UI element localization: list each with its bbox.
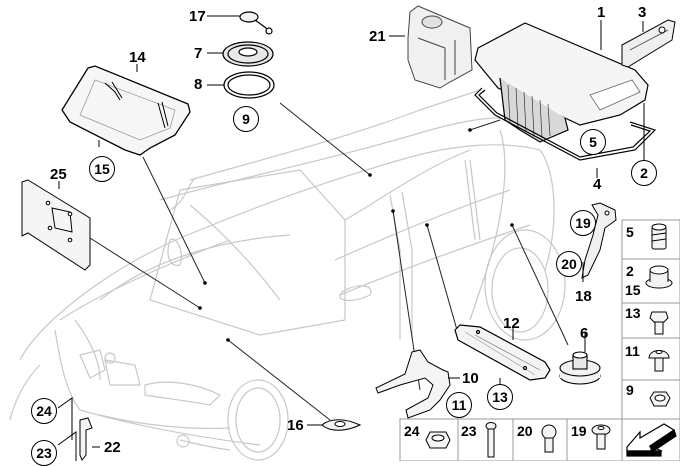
fastener-legend-grid (399, 219, 680, 461)
part-4-seal[interactable] (474, 87, 657, 161)
part-18-support-bracket[interactable] (581, 202, 617, 279)
callout-1[interactable]: 1 (597, 4, 606, 21)
callout-23-circled[interactable]: 23 (31, 440, 57, 466)
part-25-mount-plate[interactable] (21, 179, 91, 271)
part-3-bracket[interactable] (621, 19, 676, 68)
legend-label-19: 19 (571, 423, 587, 439)
callout-3[interactable]: 3 (638, 4, 647, 21)
callout-22[interactable]: 22 (104, 439, 121, 456)
hex-bolt-icon (649, 311, 669, 335)
callout-15-circled[interactable]: 15 (89, 156, 115, 182)
callout-17[interactable]: 17 (189, 8, 206, 25)
hex-nut-icon (649, 391, 671, 407)
direction-arrow-icon[interactable] (626, 423, 677, 457)
callout-10[interactable]: 10 (462, 370, 479, 387)
part-12-rail[interactable] (454, 324, 551, 381)
callout-11-circled[interactable]: 11 (446, 392, 472, 418)
callout-12[interactable]: 12 (503, 315, 520, 332)
callout-14[interactable]: 14 (129, 49, 146, 66)
callout-2-circled[interactable]: 2 (631, 160, 657, 186)
part-10-bracket[interactable] (375, 349, 451, 419)
callout-5-circled[interactable]: 5 (580, 129, 606, 155)
car-outline (9, 89, 566, 461)
callout-20-circled[interactable]: 20 (556, 251, 582, 277)
part-22-clip[interactable] (79, 417, 93, 461)
part-7-cover[interactable] (222, 41, 274, 67)
long-screw-icon (485, 422, 497, 458)
part-8-ring[interactable] (223, 71, 275, 99)
callout-18[interactable]: 18 (575, 288, 592, 305)
callout-8[interactable]: 8 (194, 76, 203, 93)
callout-stubs (57, 15, 645, 461)
legend-label-5: 5 (626, 224, 634, 240)
callout-19-circled[interactable]: 19 (570, 210, 596, 236)
legend-label-11: 11 (625, 343, 640, 359)
part-16-grommet[interactable] (321, 419, 362, 431)
callout-21[interactable]: 21 (369, 28, 386, 45)
leader-dots (198, 128, 514, 342)
callout-13-circled[interactable]: 13 (487, 384, 513, 410)
part-1-storage-tub[interactable] (474, 22, 649, 143)
callout-16[interactable]: 16 (287, 417, 304, 434)
part-21-reservoir[interactable] (407, 5, 473, 89)
callout-6[interactable]: 6 (580, 325, 589, 342)
callout-7[interactable]: 7 (194, 45, 203, 62)
legend-label-9: 9 (626, 382, 634, 398)
callout-25[interactable]: 25 (50, 166, 67, 183)
hex-nut-icon (425, 431, 451, 449)
part-6-bump-stop[interactable] (559, 351, 601, 385)
legend-label-24: 24 (404, 423, 420, 439)
expanding-nut-icon (651, 223, 667, 250)
legend-label-23: 23 (461, 423, 477, 439)
flange-screw-icon (591, 424, 611, 450)
legend-label-13: 13 (625, 305, 641, 321)
callout-24-circled[interactable]: 24 (31, 398, 57, 424)
round-head-screw-icon (541, 424, 557, 453)
pan-head-screw-icon (648, 350, 670, 372)
flange-nut-icon (645, 265, 673, 289)
legend-label-15: 15 (625, 282, 641, 298)
part-14-trim-panel[interactable] (61, 65, 191, 156)
legend-label-2: 2 (626, 263, 634, 279)
leader-lines (89, 102, 569, 421)
legend-label-20: 20 (517, 423, 533, 439)
callout-9-circled[interactable]: 9 (233, 106, 259, 132)
callout-4[interactable]: 4 (593, 176, 602, 193)
part-17-grommet[interactable] (239, 11, 273, 35)
